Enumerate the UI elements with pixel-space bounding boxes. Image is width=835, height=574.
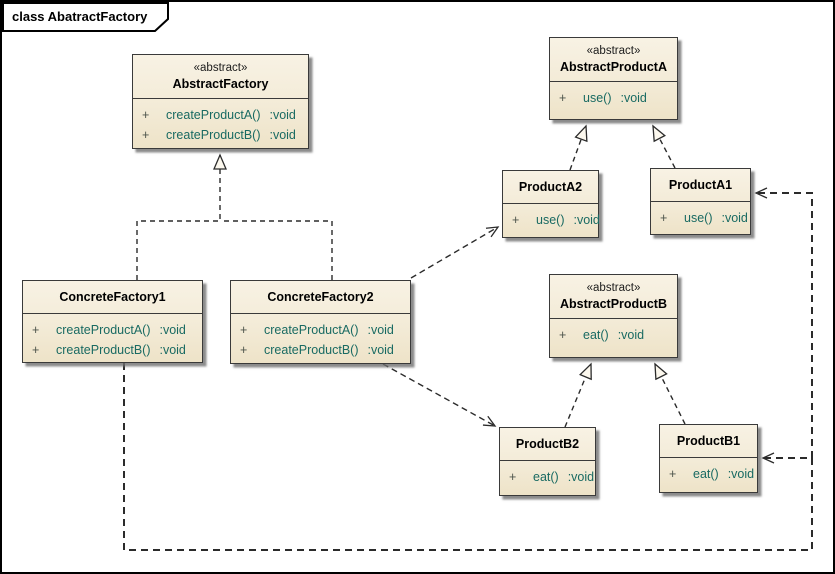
frame-title: class AbatractFactory: [12, 9, 148, 24]
operations-compartment: +use():void: [503, 204, 600, 236]
class-name: AbstractProductA: [560, 59, 667, 74]
class-producta1[interactable]: ProductA1 +use():void: [650, 168, 751, 235]
realization-productb2-abstractproductb[interactable]: [564, 362, 592, 428]
class-header: ConcreteFactory1: [23, 281, 202, 314]
operation-use[interactable]: +use():void: [559, 90, 647, 105]
realization-producta2-abstractproducta[interactable]: [569, 124, 588, 171]
class-name: ConcreteFactory1: [59, 290, 166, 304]
dependency-concretefactory2-productb2[interactable]: [382, 363, 497, 427]
operations-compartment: +eat():void: [500, 461, 595, 493]
operation-use[interactable]: +use():void: [512, 212, 600, 227]
class-name: ProductB2: [515, 437, 580, 451]
class-header: «abstract» AbstractProductB: [550, 275, 677, 319]
class-abstractproducta[interactable]: «abstract» AbstractProductA +use():void: [549, 37, 678, 120]
class-abstractfactory[interactable]: «abstract» AbstractFactory +createProduc…: [132, 54, 309, 149]
operations-compartment: +createProductA():void +createProductB()…: [133, 99, 308, 151]
operation-eat[interactable]: +eat():void: [509, 469, 595, 484]
frame-tab: [2, 2, 169, 32]
class-header: ConcreteFactory2: [231, 281, 410, 314]
class-productb2[interactable]: ProductB2 +eat():void: [499, 427, 596, 496]
dependency-concretefactory2-producta2[interactable]: [410, 226, 500, 279]
class-header: «abstract» AbstractProductA: [550, 38, 677, 82]
operation-createProductB[interactable]: +createProductB():void: [240, 342, 394, 357]
realization-concretefactory2-abstractfactory[interactable]: [220, 220, 333, 280]
class-header: ProductA2: [503, 171, 598, 204]
class-abstractproductb[interactable]: «abstract» AbstractProductB +eat():void: [549, 274, 678, 358]
class-name: ProductA1: [668, 178, 733, 192]
dependency-concretefactory1-producta1[interactable]: [754, 187, 813, 458]
realization-concretefactory1-abstractfactory[interactable]: [136, 153, 227, 280]
class-header: ProductB1: [660, 425, 757, 458]
class-name: AbstractFactory: [172, 76, 269, 91]
class-header: «abstract» AbstractFactory: [133, 55, 308, 99]
operations-compartment: +eat():void: [550, 319, 677, 351]
stereotype-label: «abstract»: [586, 45, 641, 57]
operations-compartment: +use():void: [550, 82, 677, 114]
operations-compartment: +eat():void: [660, 458, 757, 490]
class-name: ProductB1: [676, 434, 741, 448]
class-header: ProductA1: [651, 169, 750, 202]
operations-compartment: +createProductA():void +createProductB()…: [231, 314, 410, 366]
class-concretefactory2[interactable]: ConcreteFactory2 +createProductA():void …: [230, 280, 411, 364]
operation-createProductA[interactable]: +createProductA():void: [240, 322, 394, 337]
class-header: ProductB2: [500, 428, 595, 461]
class-producta2[interactable]: ProductA2 +use():void: [502, 170, 600, 238]
operations-compartment: +use():void: [651, 202, 750, 234]
operation-createProductB[interactable]: +createProductB():void: [142, 127, 296, 142]
stereotype-label: «abstract»: [586, 282, 641, 294]
stereotype-label: «abstract»: [193, 62, 248, 74]
operation-createProductA[interactable]: +createProductA():void: [32, 322, 186, 337]
operation-eat[interactable]: +eat():void: [559, 327, 645, 342]
dependency-concretefactory1-productb1[interactable]: [123, 363, 813, 551]
operation-createProductA[interactable]: +createProductA():void: [142, 107, 296, 122]
class-name: ConcreteFactory2: [267, 290, 374, 304]
realization-producta1-abstractproducta[interactable]: [652, 124, 676, 169]
class-name: AbstractProductB: [560, 296, 667, 311]
operation-eat[interactable]: +eat():void: [669, 466, 755, 481]
operation-createProductB[interactable]: +createProductB():void: [32, 342, 186, 357]
realization-productb1-abstractproductb[interactable]: [654, 362, 686, 425]
operations-compartment: +createProductA():void +createProductB()…: [23, 314, 202, 366]
operation-use[interactable]: +use():void: [660, 210, 748, 225]
class-concretefactory1[interactable]: ConcreteFactory1 +createProductA():void …: [22, 280, 203, 363]
class-productb1[interactable]: ProductB1 +eat():void: [659, 424, 758, 493]
class-name: ProductA2: [518, 180, 583, 194]
